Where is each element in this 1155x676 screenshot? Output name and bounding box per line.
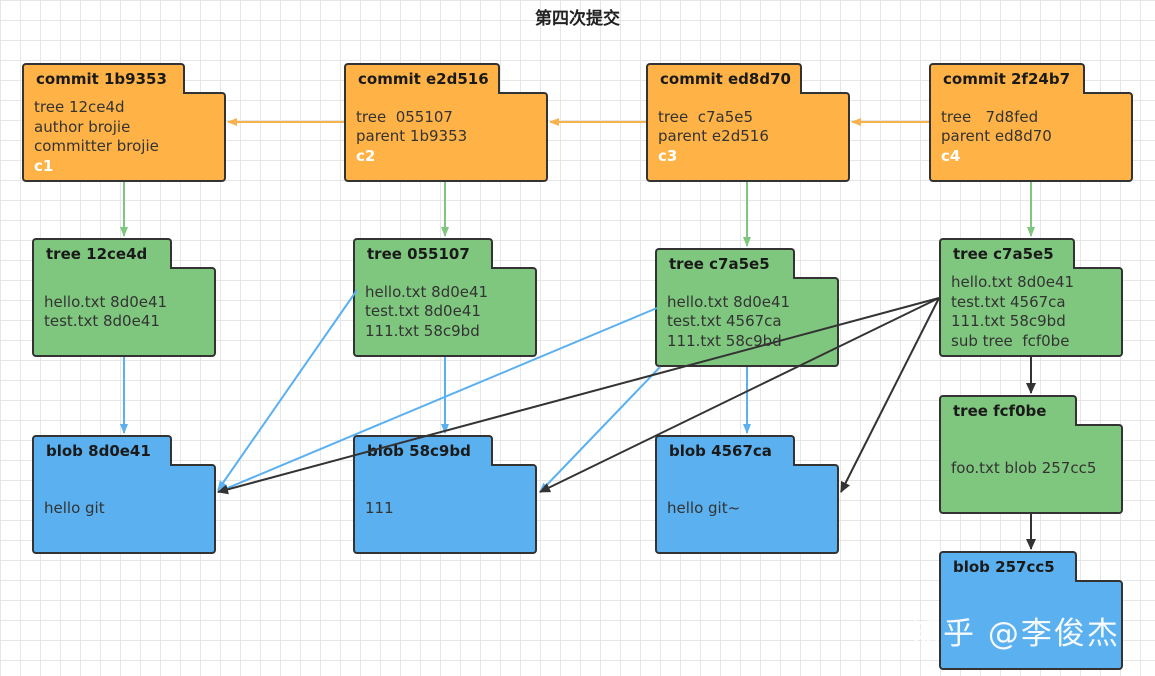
tree-node: tree c7a5e5 hello.txt 8d0e41 test.txt 45… xyxy=(939,238,1123,357)
edge-latest-tree-4-to-blob-3 xyxy=(840,297,940,493)
tree-entry: test.txt 4567ca xyxy=(951,292,1066,311)
commit-short-label: c2 xyxy=(356,146,376,165)
commit-header: commit ed8d70 xyxy=(646,63,802,94)
blob-header: blob 58c9bd xyxy=(353,435,493,466)
commit-short-label: c1 xyxy=(34,156,54,175)
tree-body: hello.txt 8d0e41 test.txt 8d0e41 111.txt… xyxy=(353,267,537,357)
commit-line: tree c7a5e5 xyxy=(658,107,754,126)
commit-body: tree 055107 parent 1b9353 c2 xyxy=(344,92,548,182)
commit-short-label: c4 xyxy=(941,146,961,165)
commit-node: commit 1b9353 tree 12ce4d author brojie … xyxy=(22,63,226,182)
tree-entry: 111.txt 58c9bd xyxy=(951,312,1066,330)
watermark: 知乎 @李俊杰 xyxy=(910,616,1120,652)
commit-line: parent 1b9353 xyxy=(356,127,468,146)
tree-body: hello.txt 8d0e41 test.txt 8d0e41 xyxy=(32,267,216,357)
commit-line: parent e2d516 xyxy=(658,127,769,146)
tree-entry: hello.txt 8d0e41 xyxy=(951,273,1075,291)
tree-header: tree fcf0be xyxy=(939,395,1077,426)
tree-entry: sub tree fcf0be xyxy=(951,331,1070,350)
blob-content: hello git~ xyxy=(667,499,741,518)
commit-header: commit e2d516 xyxy=(344,63,500,94)
tree-node: tree 055107 hello.txt 8d0e41 test.txt 8d… xyxy=(353,238,537,357)
commit-line: tree 055107 xyxy=(356,107,453,126)
commit-line: committer brojie xyxy=(34,137,159,155)
tree-entry: hello.txt 8d0e41 xyxy=(667,292,791,311)
tree-header: tree 055107 xyxy=(353,238,493,269)
tree-entry: test.txt 8d0e41 xyxy=(44,312,160,330)
blob-node: blob 58c9bd 111 xyxy=(353,435,537,554)
commit-line: tree 7d8fed xyxy=(941,107,1039,126)
tree-body: hello.txt 8d0e41 test.txt 4567ca 111.txt… xyxy=(655,277,839,367)
tree-entry: 111.txt 58c9bd xyxy=(365,321,480,340)
blob-content: 111 xyxy=(365,499,394,518)
commit-body: tree 12ce4d author brojie committer broj… xyxy=(22,92,226,182)
commit-line: parent ed8d70 xyxy=(941,127,1052,146)
blob-node: blob 8d0e41 hello git xyxy=(32,435,216,554)
tree-header: tree c7a5e5 xyxy=(655,248,795,279)
blob-header: blob 8d0e41 xyxy=(32,435,172,466)
tree-entry: test.txt 4567ca xyxy=(667,312,782,331)
commit-node: commit 2f24b7 tree 7d8fed parent ed8d70 … xyxy=(929,63,1133,182)
tree-body: foo.txt blob 257cc5 xyxy=(939,424,1123,514)
tree-entry: foo.txt blob 257cc5 xyxy=(951,459,1097,478)
tree-node: tree c7a5e5 hello.txt 8d0e41 test.txt 45… xyxy=(655,248,839,367)
commit-node: commit ed8d70 tree c7a5e5 parent e2d516 … xyxy=(646,63,850,182)
tree-header: tree c7a5e5 xyxy=(939,238,1075,269)
blob-header: blob 4567ca xyxy=(655,435,795,466)
edge-entry-tree-2-to-blob-1 xyxy=(217,289,358,491)
tree-header: tree 12ce4d xyxy=(32,238,172,269)
blob-node: blob 4567ca hello git~ xyxy=(655,435,839,554)
commit-header: commit 2f24b7 xyxy=(929,63,1085,94)
commit-node: commit e2d516 tree 055107 parent 1b9353 … xyxy=(344,63,548,182)
tree-body: hello.txt 8d0e41 test.txt 4567ca 111.txt… xyxy=(939,267,1123,357)
blob-node: blob 257cc5 xyxy=(939,551,1123,670)
tree-entry: hello.txt 8d0e41 xyxy=(44,292,168,311)
blob-header: blob 257cc5 xyxy=(939,551,1077,582)
edge-entry-tree-3-to-blob-2 xyxy=(539,366,661,493)
blob-body xyxy=(939,580,1123,670)
blob-content: hello git xyxy=(44,499,105,518)
tree-entry: 111.txt 58c9bd xyxy=(667,331,782,350)
tree-node: tree 12ce4d hello.txt 8d0e41 test.txt 8d… xyxy=(32,238,216,357)
tree-entry: test.txt 8d0e41 xyxy=(365,302,481,321)
tree-node: tree fcf0be foo.txt blob 257cc5 xyxy=(939,395,1123,514)
commit-header: commit 1b9353 xyxy=(22,63,185,94)
blob-body: hello git xyxy=(32,464,216,554)
commit-line: author brojie xyxy=(34,117,131,136)
commit-body: tree 7d8fed parent ed8d70 c4 xyxy=(929,92,1133,182)
commit-short-label: c3 xyxy=(658,146,678,165)
commit-line: tree 12ce4d xyxy=(34,98,125,116)
tree-entry: hello.txt 8d0e41 xyxy=(365,282,489,301)
commit-body: tree c7a5e5 parent e2d516 c3 xyxy=(646,92,850,182)
blob-body: hello git~ xyxy=(655,464,839,554)
diagram-title: 第四次提交 xyxy=(535,9,620,29)
blob-body: 111 xyxy=(353,464,537,554)
